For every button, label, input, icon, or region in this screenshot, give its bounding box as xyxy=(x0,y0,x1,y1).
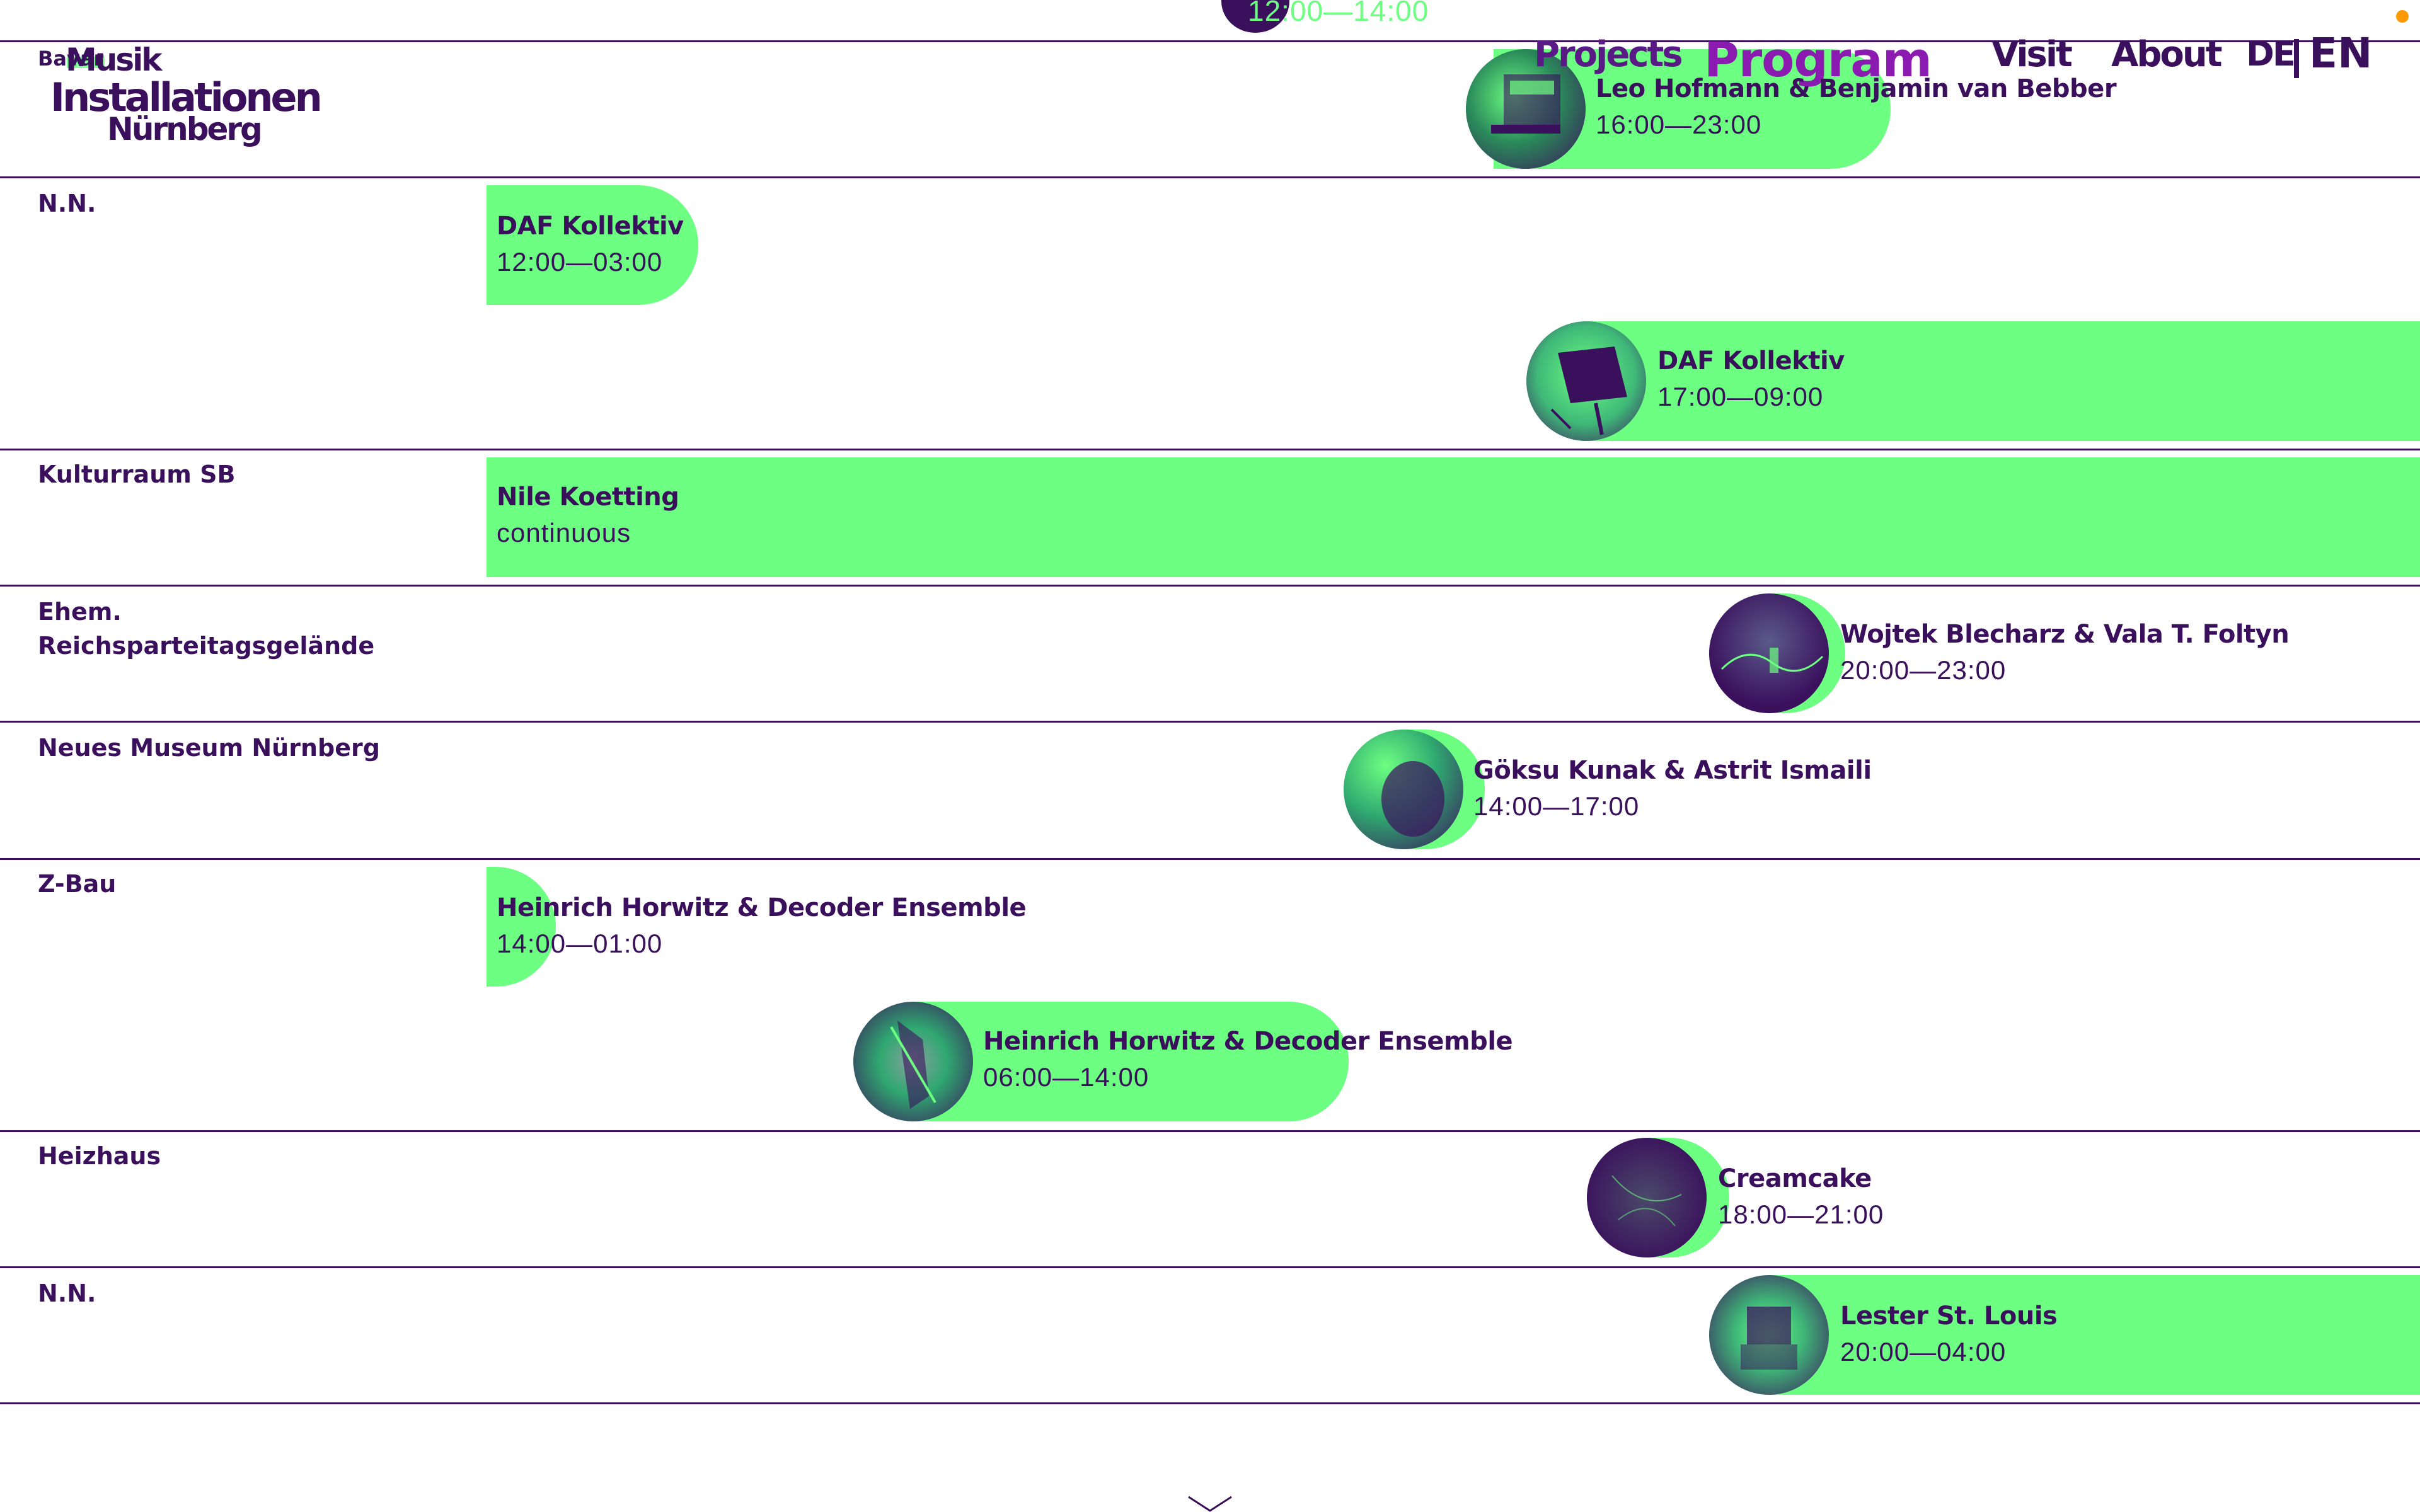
event-time: 17:00—09:00 xyxy=(1657,382,1824,411)
logo-line-1a: Bavar xyxy=(38,47,104,71)
nav-about[interactable]: About xyxy=(2111,34,2223,75)
event-bar[interactable] xyxy=(1587,321,2420,441)
header-top-divider xyxy=(0,40,2420,42)
event-bar[interactable] xyxy=(1770,1275,2420,1395)
event-time: 20:00—04:00 xyxy=(1840,1337,2007,1366)
row-divider xyxy=(0,176,2420,178)
nav-visit[interactable]: Visit xyxy=(1991,34,2073,75)
landscape-thumbnail-icon xyxy=(1709,593,1829,713)
piano-thumbnail-icon xyxy=(1466,49,1586,169)
nav-program[interactable]: Program xyxy=(1704,32,1932,88)
event-title[interactable]: Göksu Kunak & Astrit Ismaili xyxy=(1473,756,1872,785)
lang-de[interactable]: DE xyxy=(2246,34,2296,74)
event-time: 06:00—14:00 xyxy=(983,1062,1150,1092)
row-divider xyxy=(0,585,2420,587)
event-time: 14:00—17:00 xyxy=(1473,791,1640,821)
logo-line-2: Installationen xyxy=(50,74,323,120)
venue-label: N.N. xyxy=(38,190,96,217)
row-divider xyxy=(0,858,2420,860)
event-title[interactable]: Wojtek Blecharz & Vala T. Foltyn xyxy=(1840,620,2290,649)
site-logo[interactable]: Bavar Musik Installationen Nürnberg xyxy=(38,42,323,155)
row-divider xyxy=(0,1402,2420,1404)
event-title[interactable]: Leo Hofmann & Benjamin van Bebber xyxy=(1596,74,2117,103)
performer-thumbnail-icon xyxy=(1344,730,1463,849)
event-bar[interactable] xyxy=(914,1002,1349,1121)
event-bar[interactable] xyxy=(487,867,556,987)
event-bar[interactable] xyxy=(487,185,698,305)
logo-line-3: Nürnberg xyxy=(107,111,263,147)
event-bar[interactable] xyxy=(487,457,2420,577)
event-time: continuous xyxy=(497,518,631,547)
logo-line-1b: Musik xyxy=(66,42,163,78)
dark-texture-thumbnail-icon xyxy=(1587,1138,1707,1257)
event-title[interactable]: Lester St. Louis xyxy=(1840,1302,2058,1331)
venue-label: Heizhaus xyxy=(38,1142,161,1170)
venue-label: Neues Museum Nürnberg xyxy=(38,734,380,762)
sculpture-thumbnail-icon xyxy=(1709,1275,1829,1395)
venue-label: Ehem. Reichsparteitagsgelände xyxy=(38,598,375,660)
row-divider xyxy=(0,1266,2420,1268)
grid-panel-thumbnail-icon xyxy=(1526,321,1646,441)
status-dot xyxy=(2396,10,2409,23)
event-time: 18:00—21:00 xyxy=(1718,1200,1884,1229)
current-time-label: 12:00—14:00 xyxy=(1248,0,1429,27)
event-time: 14:00—01:00 xyxy=(497,929,663,958)
event-title[interactable]: Heinrich Horwitz & Decoder Ensemble xyxy=(983,1027,1513,1056)
venue-label: N.N. xyxy=(38,1280,96,1307)
lang-en[interactable]: EN xyxy=(2309,29,2373,77)
lang-separator xyxy=(2294,39,2299,78)
row-divider xyxy=(0,721,2420,723)
event-title[interactable]: DAF Kollektiv xyxy=(497,212,684,241)
event-title[interactable]: Creamcake xyxy=(1718,1164,1872,1193)
venue-label: Kulturraum SB xyxy=(38,461,236,488)
logo-accent xyxy=(67,57,105,68)
chevron-down-icon[interactable] xyxy=(1187,1496,1233,1512)
event-time: 16:00—23:00 xyxy=(1596,110,1762,139)
row-divider xyxy=(0,449,2420,450)
row-divider xyxy=(0,1130,2420,1132)
event-title[interactable]: Nile Koetting xyxy=(497,483,679,512)
event-title[interactable]: Heinrich Horwitz & Decoder Ensemble xyxy=(497,893,1027,922)
nav-projects[interactable]: Projects xyxy=(1534,34,1683,75)
hand-thumbnail-icon xyxy=(853,1002,973,1121)
event-title[interactable]: DAF Kollektiv xyxy=(1657,346,1845,375)
event-time: 12:00—03:00 xyxy=(497,247,663,277)
event-time: 20:00—23:00 xyxy=(1840,655,2007,685)
venue-label: Z-Bau xyxy=(38,870,117,898)
